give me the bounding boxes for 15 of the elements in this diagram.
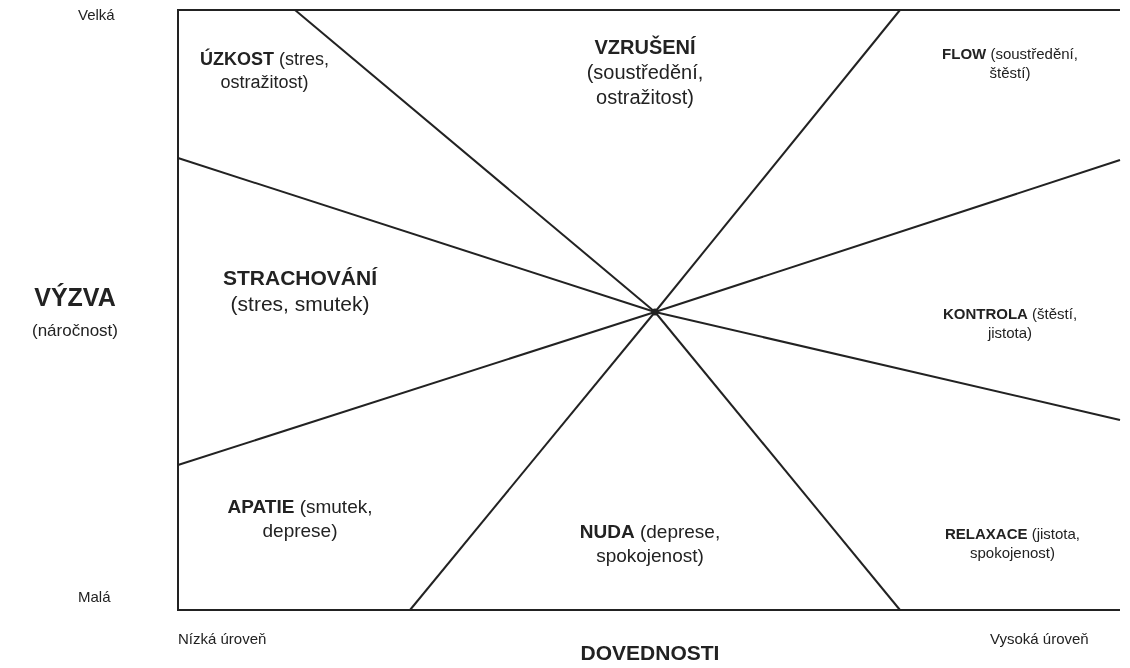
zone-label: NUDA (deprese, spokojenost): [578, 520, 722, 568]
axis-title: VÝZVA: [33, 282, 117, 313]
zone-label: KONTROLA (štěstí, jistota): [941, 305, 1079, 343]
axis-subtitle: (náročnost): [31, 320, 119, 342]
zone-label: ÚZKOST (stres, ostražitost): [199, 48, 330, 93]
zone-label: RELAXACE (jistota, spokojenost): [944, 525, 1081, 563]
zone-label: APATIE (smutek, deprese): [226, 495, 374, 543]
axis-tick-label: Nízká úroveň: [178, 630, 268, 649]
axis-tick-label: Vysoká úroveň: [990, 630, 1090, 649]
zone-label: FLOW (soustředění, štěstí): [941, 45, 1079, 83]
axis-tick-label: Malá: [78, 588, 112, 607]
axis-title: DOVEDNOSTI: [579, 640, 721, 666]
zone-label: VZRUŠENÍ (soustředění, ostražitost): [585, 35, 705, 110]
axis-tick-label: Velká: [78, 6, 116, 25]
zone-label: STRACHOVÁNÍ (stres, smutek): [222, 265, 379, 318]
